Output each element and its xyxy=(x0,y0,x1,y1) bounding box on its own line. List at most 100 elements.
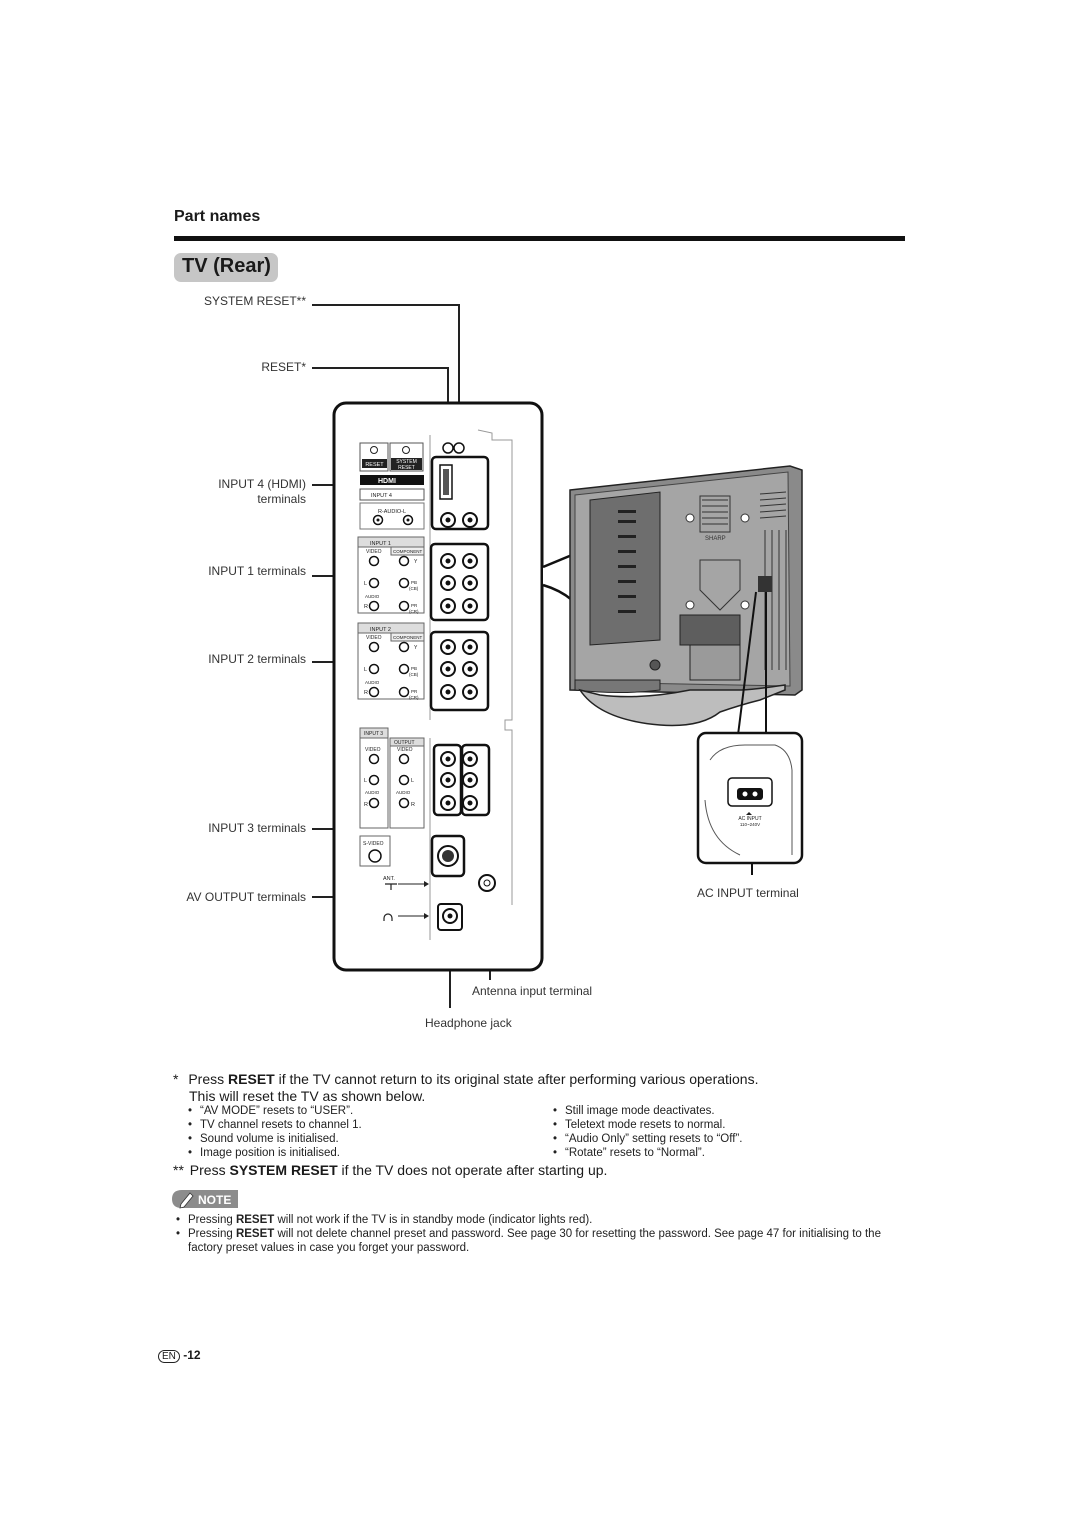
list-item: “Audio Only” setting resets to “Off”. xyxy=(553,1132,743,1146)
section-heading: Part names xyxy=(174,208,261,225)
callout-av-output: AV OUTPUT terminals xyxy=(186,890,306,904)
svg-text:(CR): (CR) xyxy=(409,609,419,614)
svg-text:COMPONENT: COMPONENT xyxy=(393,549,423,554)
callout-bubble-edge xyxy=(542,553,574,603)
svg-text:Y: Y xyxy=(414,559,418,565)
svg-text:INPUT 2: INPUT 2 xyxy=(370,627,391,633)
svg-text:INPUT 1: INPUT 1 xyxy=(370,541,391,547)
reset-note: * Press RESET if the TV cannot return to… xyxy=(173,1071,893,1088)
page-number-value: -12 xyxy=(183,1348,201,1362)
callout-input2: INPUT 2 terminals xyxy=(208,652,306,666)
svg-text:VIDEO: VIDEO xyxy=(366,549,382,555)
input2-block: INPUT 2 VIDEO COMPONENT Y L AUDIO R PB (… xyxy=(357,622,490,712)
svg-text:COMPONENT: COMPONENT xyxy=(393,635,423,640)
system-reset-note-key: SYSTEM RESET xyxy=(229,1162,338,1178)
callout-headphone: Headphone jack xyxy=(425,1016,512,1030)
reset-effects-right: Still image mode deactivates. Teletext m… xyxy=(553,1104,743,1160)
svg-text:HDMI: HDMI xyxy=(378,478,396,485)
svg-text:PR: PR xyxy=(411,689,418,694)
svg-text:AUDIO: AUDIO xyxy=(396,790,411,795)
callout-system-reset: SYSTEM RESET** xyxy=(203,294,306,308)
list-item: Sound volume is initialised. xyxy=(188,1132,362,1146)
svg-text:(CR): (CR) xyxy=(409,695,419,700)
antenna-block: ANT. xyxy=(383,874,496,892)
headphone-block xyxy=(383,903,463,931)
callout-input1: INPUT 1 terminals xyxy=(208,564,306,578)
notes-list: Pressing RESET will not work if the TV i… xyxy=(176,1213,908,1255)
svg-text:AUDIO: AUDIO xyxy=(365,680,380,685)
svg-text:VIDEO: VIDEO xyxy=(365,747,381,753)
page-number: EN -12 xyxy=(158,1348,201,1363)
svg-text:R: R xyxy=(364,690,368,696)
system-reset-note-suffix: if the TV does not operate after startin… xyxy=(337,1162,608,1178)
svg-text:L: L xyxy=(364,667,367,673)
svg-text:R: R xyxy=(411,802,415,808)
reset-note-line2: This will reset the TV as shown below. xyxy=(189,1088,426,1104)
svg-text:ANT.: ANT. xyxy=(383,876,395,882)
list-item: “Rotate” resets to “Normal”. xyxy=(553,1146,742,1160)
svg-text:(CB): (CB) xyxy=(409,672,419,677)
svg-text:NOTE: NOTE xyxy=(198,1193,231,1207)
svg-text:R-AUDIO-L: R-AUDIO-L xyxy=(378,509,406,515)
svg-text:110~240V: 110~240V xyxy=(740,822,760,827)
input3-output-block: INPUT 3 OUTPUT VIDEO VIDEO L L AUDIO AUD… xyxy=(359,727,491,829)
svg-text:R: R xyxy=(364,802,368,808)
reset-note-suffix: if the TV cannot return to its original … xyxy=(274,1071,759,1087)
callout-ac-input: AC INPUT terminal xyxy=(697,886,799,900)
reset-note-marker: * xyxy=(173,1071,179,1087)
callout-input3: INPUT 3 terminals xyxy=(208,821,306,835)
svg-text:PR: PR xyxy=(411,603,418,608)
svg-text:L: L xyxy=(411,778,414,784)
svg-text:PB: PB xyxy=(411,666,417,671)
reset-note-key: RESET xyxy=(228,1071,275,1087)
svg-text:INPUT 3: INPUT 3 xyxy=(364,731,383,737)
reset-effects-left: “AV MODE” resets to “USER”. TV channel r… xyxy=(188,1104,362,1160)
svg-text:Y: Y xyxy=(414,645,418,651)
svg-text:R: R xyxy=(364,604,368,610)
hdmi-block: HDMI INPUT 4 xyxy=(359,455,490,531)
svg-text:OUTPUT: OUTPUT xyxy=(394,740,415,746)
title-box xyxy=(174,253,278,282)
page-title: TV (Rear) xyxy=(182,255,271,277)
svg-text:(CB): (CB) xyxy=(409,586,419,591)
svg-text:AC INPUT: AC INPUT xyxy=(738,816,761,822)
note-item-1: Pressing RESET will not work if the TV i… xyxy=(176,1213,908,1227)
svg-text:RESET: RESET xyxy=(398,465,415,471)
svg-text:L: L xyxy=(364,778,367,784)
note-badge: NOTE xyxy=(172,1190,238,1209)
s-video-block: S-VIDEO xyxy=(359,834,466,878)
tv-rear-illustration: SHARP xyxy=(569,465,803,727)
ac-input-inset: AC INPUT 110~240V xyxy=(696,591,804,875)
pencil-icon xyxy=(179,1192,194,1209)
svg-text:L: L xyxy=(364,581,367,587)
svg-text:SYSTEM: SYSTEM xyxy=(396,459,417,465)
list-item: Teletext mode resets to normal. xyxy=(553,1118,742,1132)
svg-text:RESET: RESET xyxy=(365,462,384,468)
reset-buttons-block: RESET SYSTEM RESET xyxy=(359,442,465,472)
svg-text:VIDEO: VIDEO xyxy=(366,635,382,641)
callout-antenna: Antenna input terminal xyxy=(472,984,593,998)
svg-text:AUDIO: AUDIO xyxy=(365,790,380,795)
callout-input4-line1: INPUT 4 (HDMI) xyxy=(218,477,306,491)
svg-text:S-VIDEO: S-VIDEO xyxy=(363,841,384,847)
svg-text:AUDIO: AUDIO xyxy=(365,594,380,599)
heading-rule xyxy=(174,236,905,241)
svg-text:PB: PB xyxy=(411,580,417,585)
system-reset-note-prefix: Press xyxy=(189,1162,230,1178)
svg-text:INPUT 4: INPUT 4 xyxy=(371,493,392,499)
svg-text:SHARP: SHARP xyxy=(705,536,726,542)
list-item: Image position is initialised. xyxy=(188,1146,362,1160)
list-item: “AV MODE” resets to “USER”. xyxy=(188,1104,362,1118)
list-item: TV channel resets to channel 1. xyxy=(188,1118,362,1132)
list-item: Still image mode deactivates. xyxy=(553,1104,742,1118)
system-reset-note: ** Press SYSTEM RESET if the TV does not… xyxy=(173,1162,893,1179)
input1-block: INPUT 1 VIDEO COMPONENT Y L AUDIO R PB (… xyxy=(357,536,490,622)
hdmi-audio-block: R-AUDIO-L xyxy=(359,502,478,530)
system-reset-note-marker: ** xyxy=(173,1162,184,1178)
note-item-2: Pressing RESET will not delete channel p… xyxy=(176,1227,908,1255)
callout-reset: RESET* xyxy=(261,360,306,374)
svg-text:VIDEO: VIDEO xyxy=(397,747,413,753)
language-badge: EN xyxy=(158,1350,180,1363)
reset-note-prefix: Press xyxy=(188,1071,229,1087)
